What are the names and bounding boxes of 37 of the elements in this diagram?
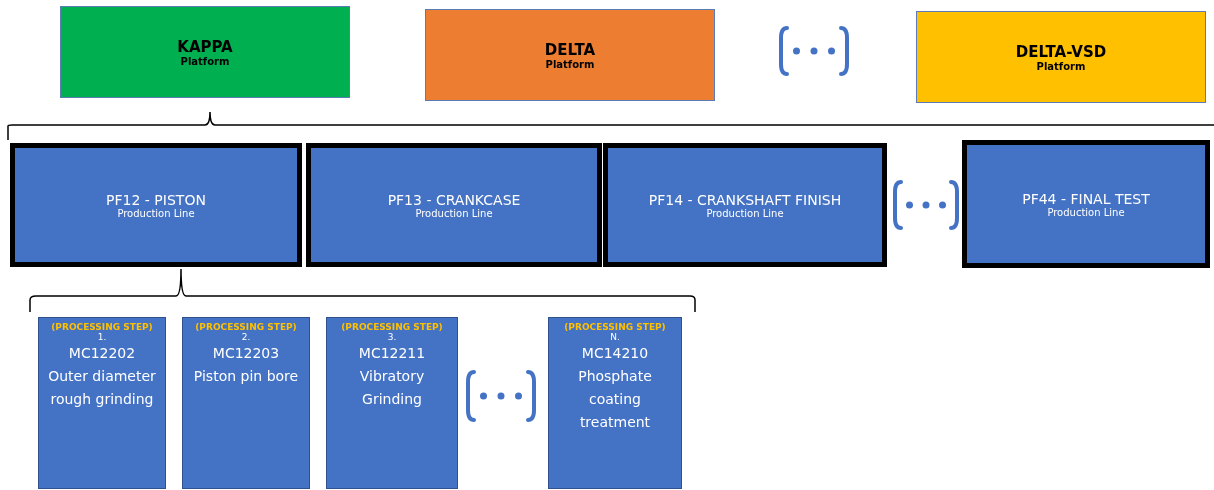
line-caption: Production Line bbox=[1047, 206, 1125, 218]
line-caption: Production Line bbox=[415, 207, 493, 219]
machine-code: MC12202 bbox=[67, 344, 137, 363]
machine-code: MC12203 bbox=[211, 344, 281, 363]
step-description: Outer diameter rough grinding bbox=[47, 367, 157, 409]
platform-box bbox=[425, 9, 715, 101]
platform-caption: Platform bbox=[545, 58, 595, 70]
step-description: Vibratory Grinding bbox=[358, 367, 426, 409]
platform-caption: Platform bbox=[1036, 60, 1086, 72]
step-number: 1. bbox=[97, 332, 107, 342]
step-tag: (PROCESSING STEP) bbox=[341, 322, 443, 332]
platform-box bbox=[60, 6, 350, 98]
machine-code: MC14210 bbox=[580, 344, 650, 363]
step-tag: (PROCESSING STEP) bbox=[51, 322, 153, 332]
platform-caption: Platform bbox=[180, 55, 230, 67]
line-name: PF44 - FINAL TEST bbox=[1022, 190, 1150, 207]
processing-step-box bbox=[548, 317, 682, 489]
step-tag: (PROCESSING STEP) bbox=[195, 322, 297, 332]
line-caption: Production Line bbox=[117, 207, 195, 219]
line-name: PF12 - PISTON bbox=[106, 191, 206, 208]
step-tag: (PROCESSING STEP) bbox=[564, 322, 666, 332]
platform-name: KAPPA bbox=[177, 37, 233, 56]
step-description: Phosphate coating treatment bbox=[577, 367, 653, 432]
platform-name: DELTA bbox=[544, 40, 596, 59]
processing-step-box bbox=[326, 317, 458, 489]
step-description: Piston pin bore bbox=[192, 367, 300, 386]
platform-box bbox=[916, 11, 1206, 103]
step-number: 3. bbox=[387, 332, 397, 342]
processing-step-box bbox=[182, 317, 310, 489]
line-name: PF13 - CRANKCASE bbox=[387, 191, 521, 208]
step-number: 2. bbox=[241, 332, 251, 342]
line-caption: Production Line bbox=[706, 207, 784, 219]
step-number: N. bbox=[610, 332, 620, 342]
machine-code: MC12211 bbox=[357, 344, 427, 363]
platform-name: DELTA-VSD bbox=[1015, 42, 1107, 61]
line-name: PF14 - CRANKSHAFT FINISH bbox=[648, 191, 842, 208]
processing-step-box bbox=[38, 317, 166, 489]
